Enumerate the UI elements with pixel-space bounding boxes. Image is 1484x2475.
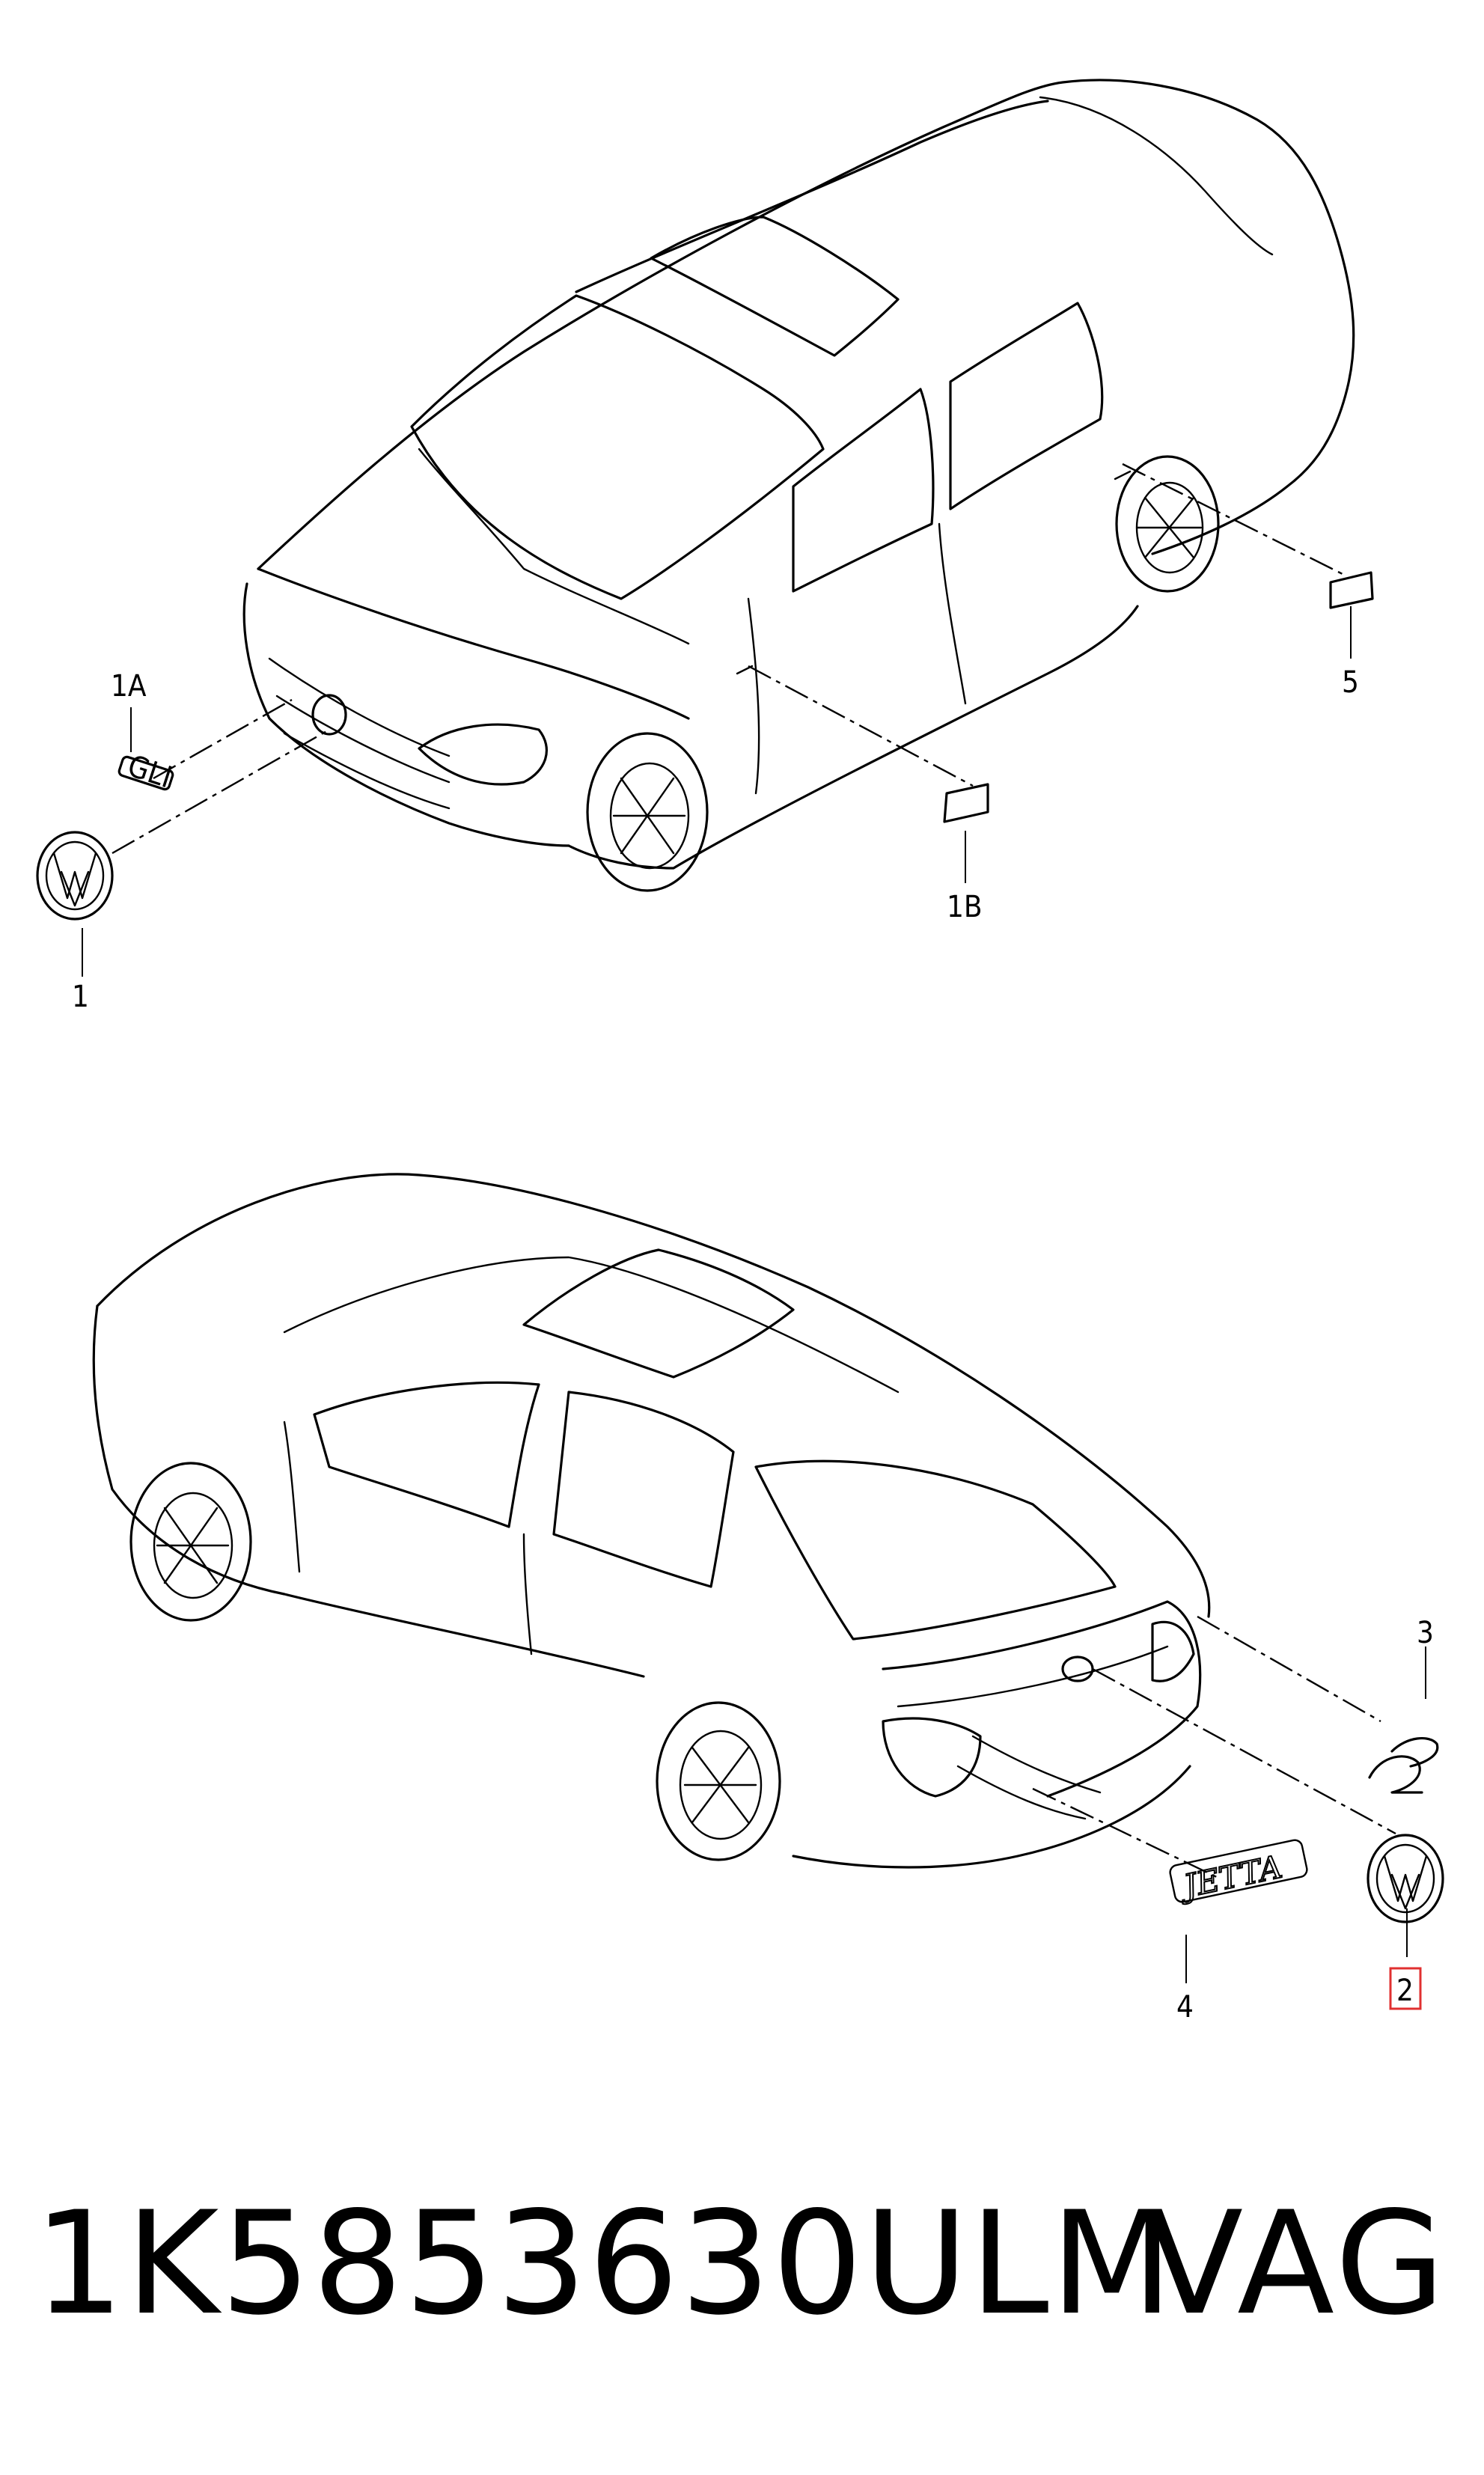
callout-5: 5 — [1342, 665, 1359, 700]
rear-jetta-emblem: JETTA — [1169, 1839, 1308, 1907]
part-5-plate — [1329, 571, 1374, 609]
engine-emblem-text: 2.5 — [1388, 1747, 1431, 1781]
jetta-emblem-text: JETTA — [1175, 1848, 1285, 1905]
front-vw-badge — [36, 831, 114, 921]
rear-2-5-emblem: 2.5 — [1368, 1737, 1439, 1794]
callout-1b: 1B — [947, 890, 983, 924]
rear-vw-badge — [1367, 1834, 1444, 1923]
callout-3: 3 — [1417, 1616, 1434, 1650]
callout-1a: 1A — [111, 669, 147, 704]
part-number: 1K5853630ULM — [34, 2181, 1175, 2346]
callout-4: 4 — [1176, 1990, 1194, 2024]
front-car-illustration — [242, 79, 1355, 892]
front-leaders — [82, 463, 1352, 977]
callout-2-highlight — [1389, 1967, 1422, 2010]
callout-2: 2 — [1396, 1974, 1414, 2008]
callout-1: 1 — [72, 980, 89, 1014]
front-gli-emblem: GLI — [117, 749, 176, 795]
brand-name: VAG — [1146, 2181, 1448, 2346]
rear-car-illustration — [92, 1173, 1211, 1869]
rear-leaders — [1032, 1615, 1426, 1983]
part-1b-plate — [943, 783, 989, 823]
